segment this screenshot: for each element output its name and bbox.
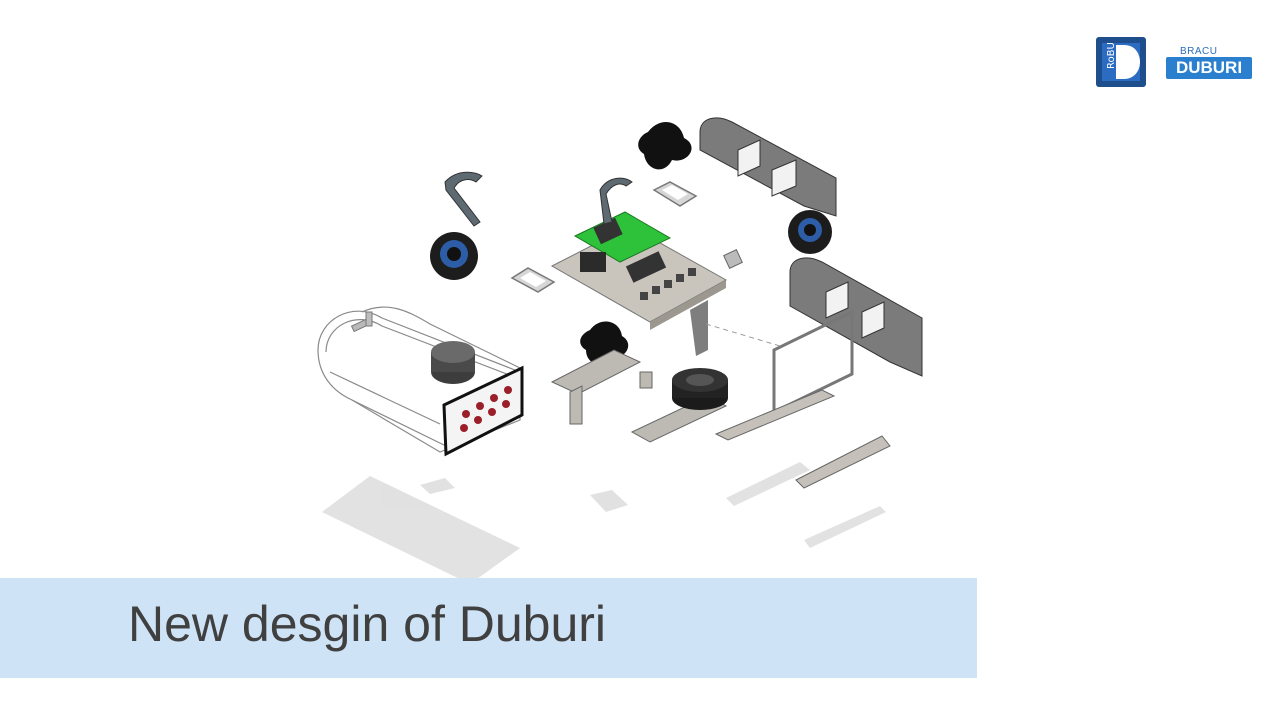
right-lower-panel: [789, 257, 923, 377]
lower-thruster: [672, 368, 728, 410]
left-bracket: [444, 171, 483, 227]
connector-panel: [442, 365, 524, 457]
hull-canister: [431, 341, 475, 384]
caption-band: [0, 578, 977, 678]
electronics-plate: [550, 177, 728, 356]
right-upper-panel: [699, 117, 837, 217]
right-upper-thruster: [788, 210, 832, 254]
robu-logo-mark: RoBU: [1096, 37, 1146, 87]
caption-title: New desgin of Duburi: [128, 596, 607, 652]
camera-frame: [772, 309, 854, 415]
robu-logo: RoBU: [1096, 37, 1146, 87]
left-thruster: [430, 232, 478, 280]
floor-shadows: [322, 462, 886, 584]
base-rails: [714, 389, 891, 489]
logo-prefix: BRACU: [1180, 46, 1218, 57]
bracu-duburi-logo: BRACU DUBURI: [1166, 45, 1252, 81]
top-star-thruster: [638, 121, 692, 170]
svg-text:RoBU: RoBU: [1106, 42, 1117, 69]
logo-name: DUBURI: [1166, 57, 1252, 79]
